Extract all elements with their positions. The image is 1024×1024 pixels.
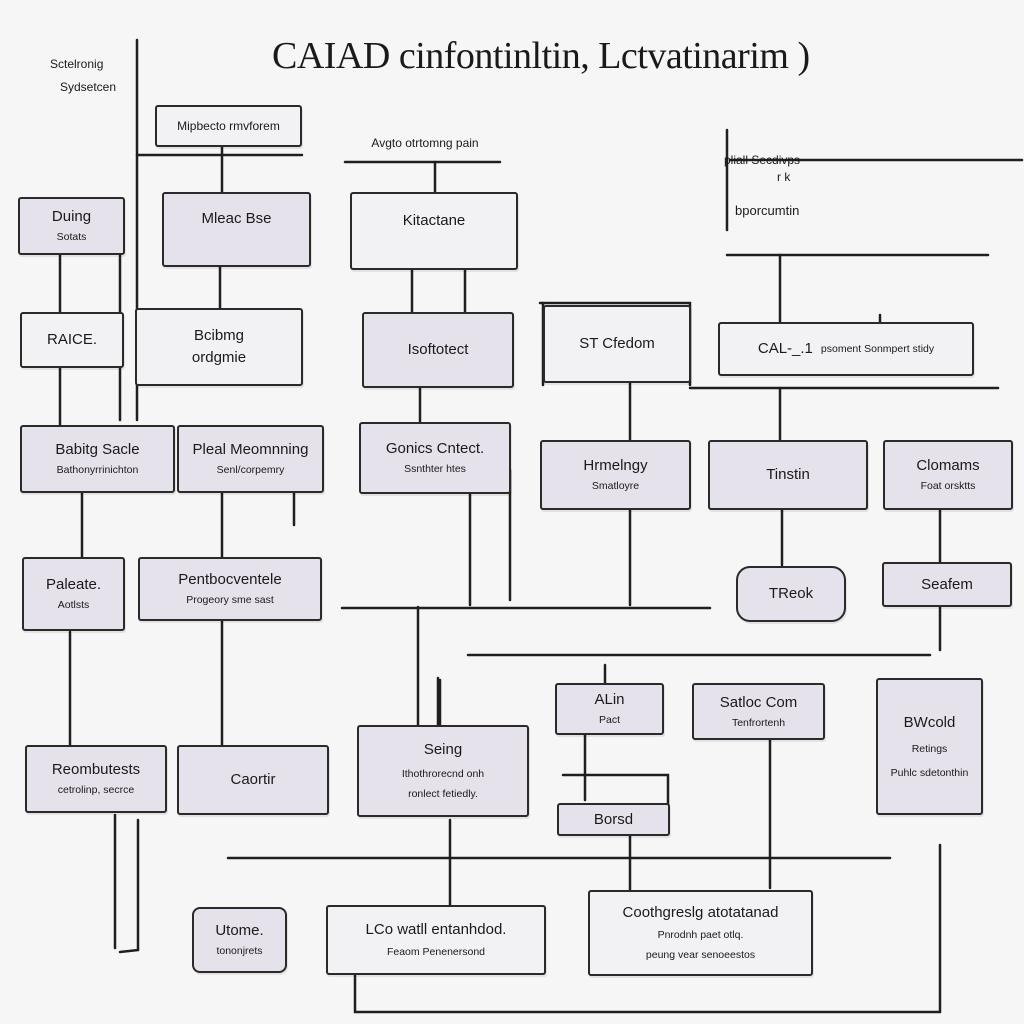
node-reombt[interactable]: Reombutests cetrolinp, secrce [25,745,167,813]
node-title: Tinstin [766,466,810,483]
node-title: Duing [51,208,92,225]
node-hrmelgy[interactable]: Hrmelngy Smatloyre [540,440,691,510]
node-tinstin[interactable]: Tinstin [708,440,868,510]
node-kitact[interactable]: Kitactane [350,192,518,270]
node-title: Reombutests [51,761,141,778]
node-title: Babitg Sacle [55,441,140,458]
side-note-mark: r k [777,170,791,184]
node-title: Borsd [593,810,634,828]
node-subtitle: Tenfrortenh [731,716,786,729]
node-title: ALin [594,691,625,708]
node-subtitle: Foat orsktts [920,480,976,492]
side-note-heading: pliall Secdivps [724,153,801,167]
node-gonics[interactable]: Gonics Cntect. Ssnthter htes [359,422,511,494]
node-seing[interactable]: Seing Ithothrorecnd onh ronlect fetiedly… [357,725,529,817]
node-top-center[interactable]: Avgto otrtomng pain [350,123,500,163]
node-pentbo[interactable]: Pentbocventele Progeory sme sast [138,557,322,621]
node-title: Mleac Bse [201,209,272,227]
node-subtitle: Bathonyrrinichton [56,464,139,476]
corner-label-bottom: Sydsetcen [60,80,117,94]
node-bcibmg[interactable]: Bcibmg ordgmie [135,308,303,386]
node-title: LCo watll entanhdod. [365,921,507,938]
node-title: TReok [768,585,814,602]
node-cal[interactable]: CAL-_.1 psoment Sonmpert stidy [718,322,974,376]
node-subtitle: Feaom Penenersond [386,946,486,958]
node-subtitle-2: Puhlc sdetonthin [890,766,969,779]
node-title: Seing [423,741,463,758]
node-title: Satloc Com [719,693,798,711]
node-subtitle: Progeory sme sast [186,594,274,606]
node-title: Isoftotect [407,341,469,358]
node-treok[interactable]: TReok [736,566,846,622]
node-subtitle: Sotats [56,231,87,243]
node-title: Seafem [921,575,973,593]
node-lco[interactable]: LCo watll entanhdod. Feaom Penenersond [326,905,546,975]
node-subtitle: Senl/corpemry [216,464,285,476]
node-cotihg[interactable]: Coothgreslg atotatanad Pnrodnh paet otlq… [588,890,813,976]
node-caortir[interactable]: Caortir [177,745,329,815]
node-title: Avgto otrtomng pain [371,136,479,150]
node-title: Mipbecto rmvforem [177,119,280,133]
side-note-label: bporcumtin [735,203,800,218]
node-subtitle: ordgmie [191,349,247,366]
node-title: Caortir [230,771,276,788]
node-title: Bcibmg [193,327,245,344]
node-raice[interactable]: RAICE. [20,312,124,368]
node-subtitle-2: peung vear senoeestos [645,949,756,961]
node-babitg[interactable]: Babitg Sacle Bathonyrrinichton [20,425,175,493]
node-title: Coothgreslg atotatanad [622,904,779,921]
node-duing[interactable]: Duing Sotats [18,197,125,255]
node-title: Pleal Meomnning [192,441,309,458]
node-pleal[interactable]: Pleal Meomnning Senl/corpemry [177,425,324,493]
corner-label-top: Sctelronig [50,57,104,71]
node-title: Hrmelngy [583,457,648,474]
node-title: Clomams [916,457,980,474]
node-subtitle: Pnrodnh paet otlq. [657,929,744,941]
node-utome[interactable]: Utome. tononjrets [192,907,287,973]
node-title: Utome. [215,922,264,939]
page-title: CAIAD cinfontinltin, Lctvatinarim ) [272,35,810,77]
node-subtitle: cetrolinp, secrce [57,784,135,796]
node-seofem[interactable]: Seafem [882,562,1012,607]
node-subtitle: Ssnthter htes [404,463,466,475]
node-satloc[interactable]: Satloc Com Tenfrortenh [692,683,825,740]
node-paleate[interactable]: Paleate. Aotlsts [22,557,125,631]
node-subtitle: Aotlsts [57,599,90,611]
node-subtitle-2: ronlect fetiedly. [408,788,478,800]
node-title: ST Cfedom [579,335,655,352]
node-subtitle: tononjrets [216,945,263,957]
node-title: Pentbocventele [178,571,282,588]
node-title: CAL-_.1 [757,340,813,357]
node-stcfedom[interactable]: ST Cfedom [543,305,691,383]
node-bwcold[interactable]: BWcold Retings Puhlc sdetonthin [876,678,983,815]
node-title: BWcold [903,713,956,731]
node-borsd[interactable]: Borsd [557,803,670,836]
node-isoftect[interactable]: Isoftotect [362,312,514,388]
node-alin[interactable]: ALin Pact [555,683,664,735]
node-subtitle: Ithothrorecnd onh [401,768,485,780]
node-subtitle: Pact [598,714,620,726]
node-title: Gonics Cntect. [385,440,485,457]
node-title: Kitactane [402,212,466,229]
node-subtitle: psoment Sonmpert stidy [820,343,935,355]
node-subtitle: Retings [911,742,948,755]
node-title: Paleate. [45,576,102,593]
node-clomams[interactable]: Clomams Foat orsktts [883,440,1013,510]
node-title: RAICE. [46,331,97,348]
node-mleac[interactable]: Mleac Bse [162,192,311,267]
node-subtitle: Smatloyre [591,480,640,492]
node-top-left[interactable]: Mipbecto rmvforem [155,105,302,147]
